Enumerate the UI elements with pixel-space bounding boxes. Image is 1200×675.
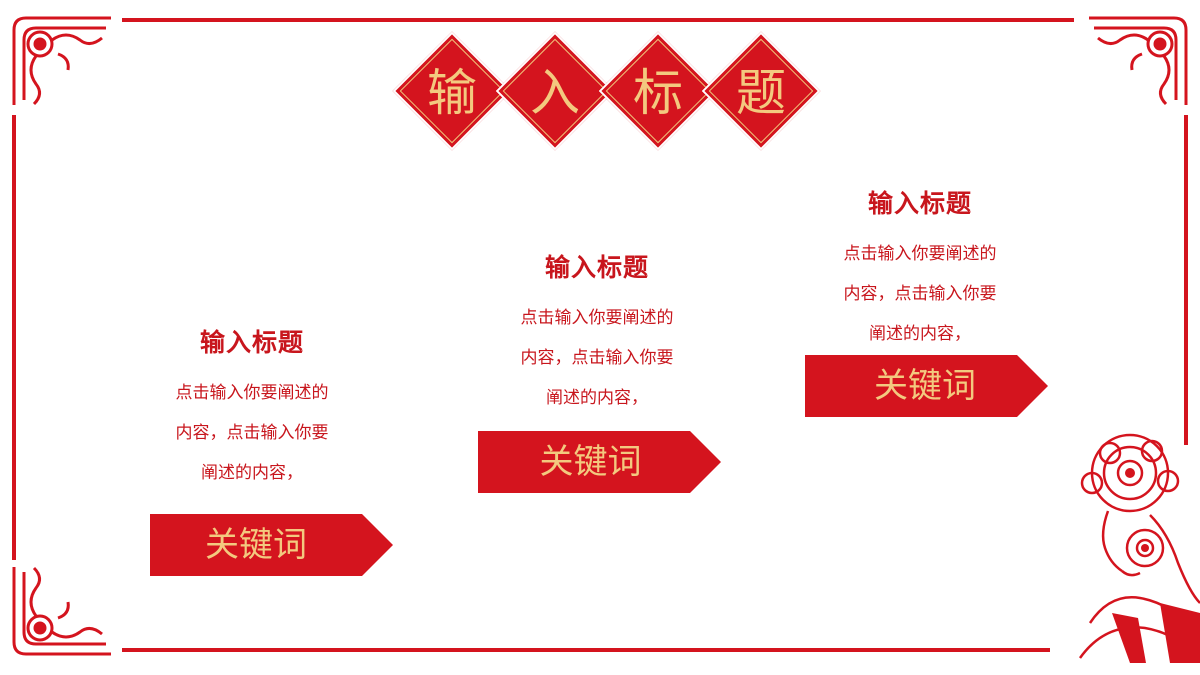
column-title: 输入标题 — [544, 253, 649, 282]
arrow-banner-icon — [478, 431, 721, 493]
opera-figure-icon — [1078, 433, 1200, 663]
badge-label: 关键词 — [205, 525, 307, 565]
desc-line: 点击输入你要阐述的 — [843, 244, 997, 264]
badge-label: 关键词 — [874, 366, 976, 406]
content-column-2: 输入标题 点击输入你要阐述的 内容，点击输入你要 阐述的内容， — [477, 250, 717, 418]
desc-line: 内容，点击输入你要 — [175, 423, 329, 443]
frame-left-line — [12, 115, 16, 560]
badge-label: 关键词 — [539, 442, 642, 482]
corner-ornament-icon — [12, 566, 111, 656]
corner-ornament-icon — [1089, 16, 1188, 106]
desc-line: 点击输入你要阐述的 — [175, 383, 329, 403]
column-title: 输入标题 — [867, 189, 972, 218]
desc-line: 阐述的内容， — [869, 324, 971, 344]
desc-line: 阐述的内容， — [201, 463, 303, 483]
column-description: 点击输入你要阐述的 内容，点击输入你要 阐述的内容， — [800, 234, 1040, 354]
frame-bottom-line — [122, 648, 1050, 652]
desc-line: 点击输入你要阐述的 — [520, 308, 674, 328]
title-char: 题 — [736, 64, 786, 122]
title-char: 标 — [633, 64, 683, 122]
title-char: 入 — [530, 64, 580, 122]
column-description: 点击输入你要阐述的 内容，点击输入你要 阐述的内容， — [477, 298, 717, 418]
frame-right-line — [1184, 115, 1188, 445]
arrow-banner-icon — [150, 514, 393, 576]
keyword-badge-3[interactable]: 关键词 — [805, 355, 1048, 417]
desc-line: 阐述的内容， — [546, 388, 648, 408]
corner-ornament-icon — [12, 16, 111, 106]
desc-line: 内容，点击输入你要 — [520, 348, 674, 368]
desc-line: 内容，点击输入你要 — [843, 284, 997, 304]
keyword-badge-1[interactable]: 关键词 — [150, 514, 393, 576]
frame-top-line — [122, 18, 1074, 22]
content-column-3: 输入标题 点击输入你要阐述的 内容，点击输入你要 阐述的内容， — [800, 186, 1040, 354]
title-char: 输 — [427, 64, 477, 122]
keyword-badge-2[interactable]: 关键词 — [478, 431, 721, 493]
column-title: 输入标题 — [199, 328, 304, 357]
title-diamonds: 输 入 标 题 — [392, 31, 821, 151]
arrow-banner-icon — [805, 355, 1048, 417]
content-column-1: 输入标题 点击输入你要阐述的 内容，点击输入你要 阐述的内容， — [132, 325, 372, 493]
column-description: 点击输入你要阐述的 内容，点击输入你要 阐述的内容， — [132, 373, 372, 493]
